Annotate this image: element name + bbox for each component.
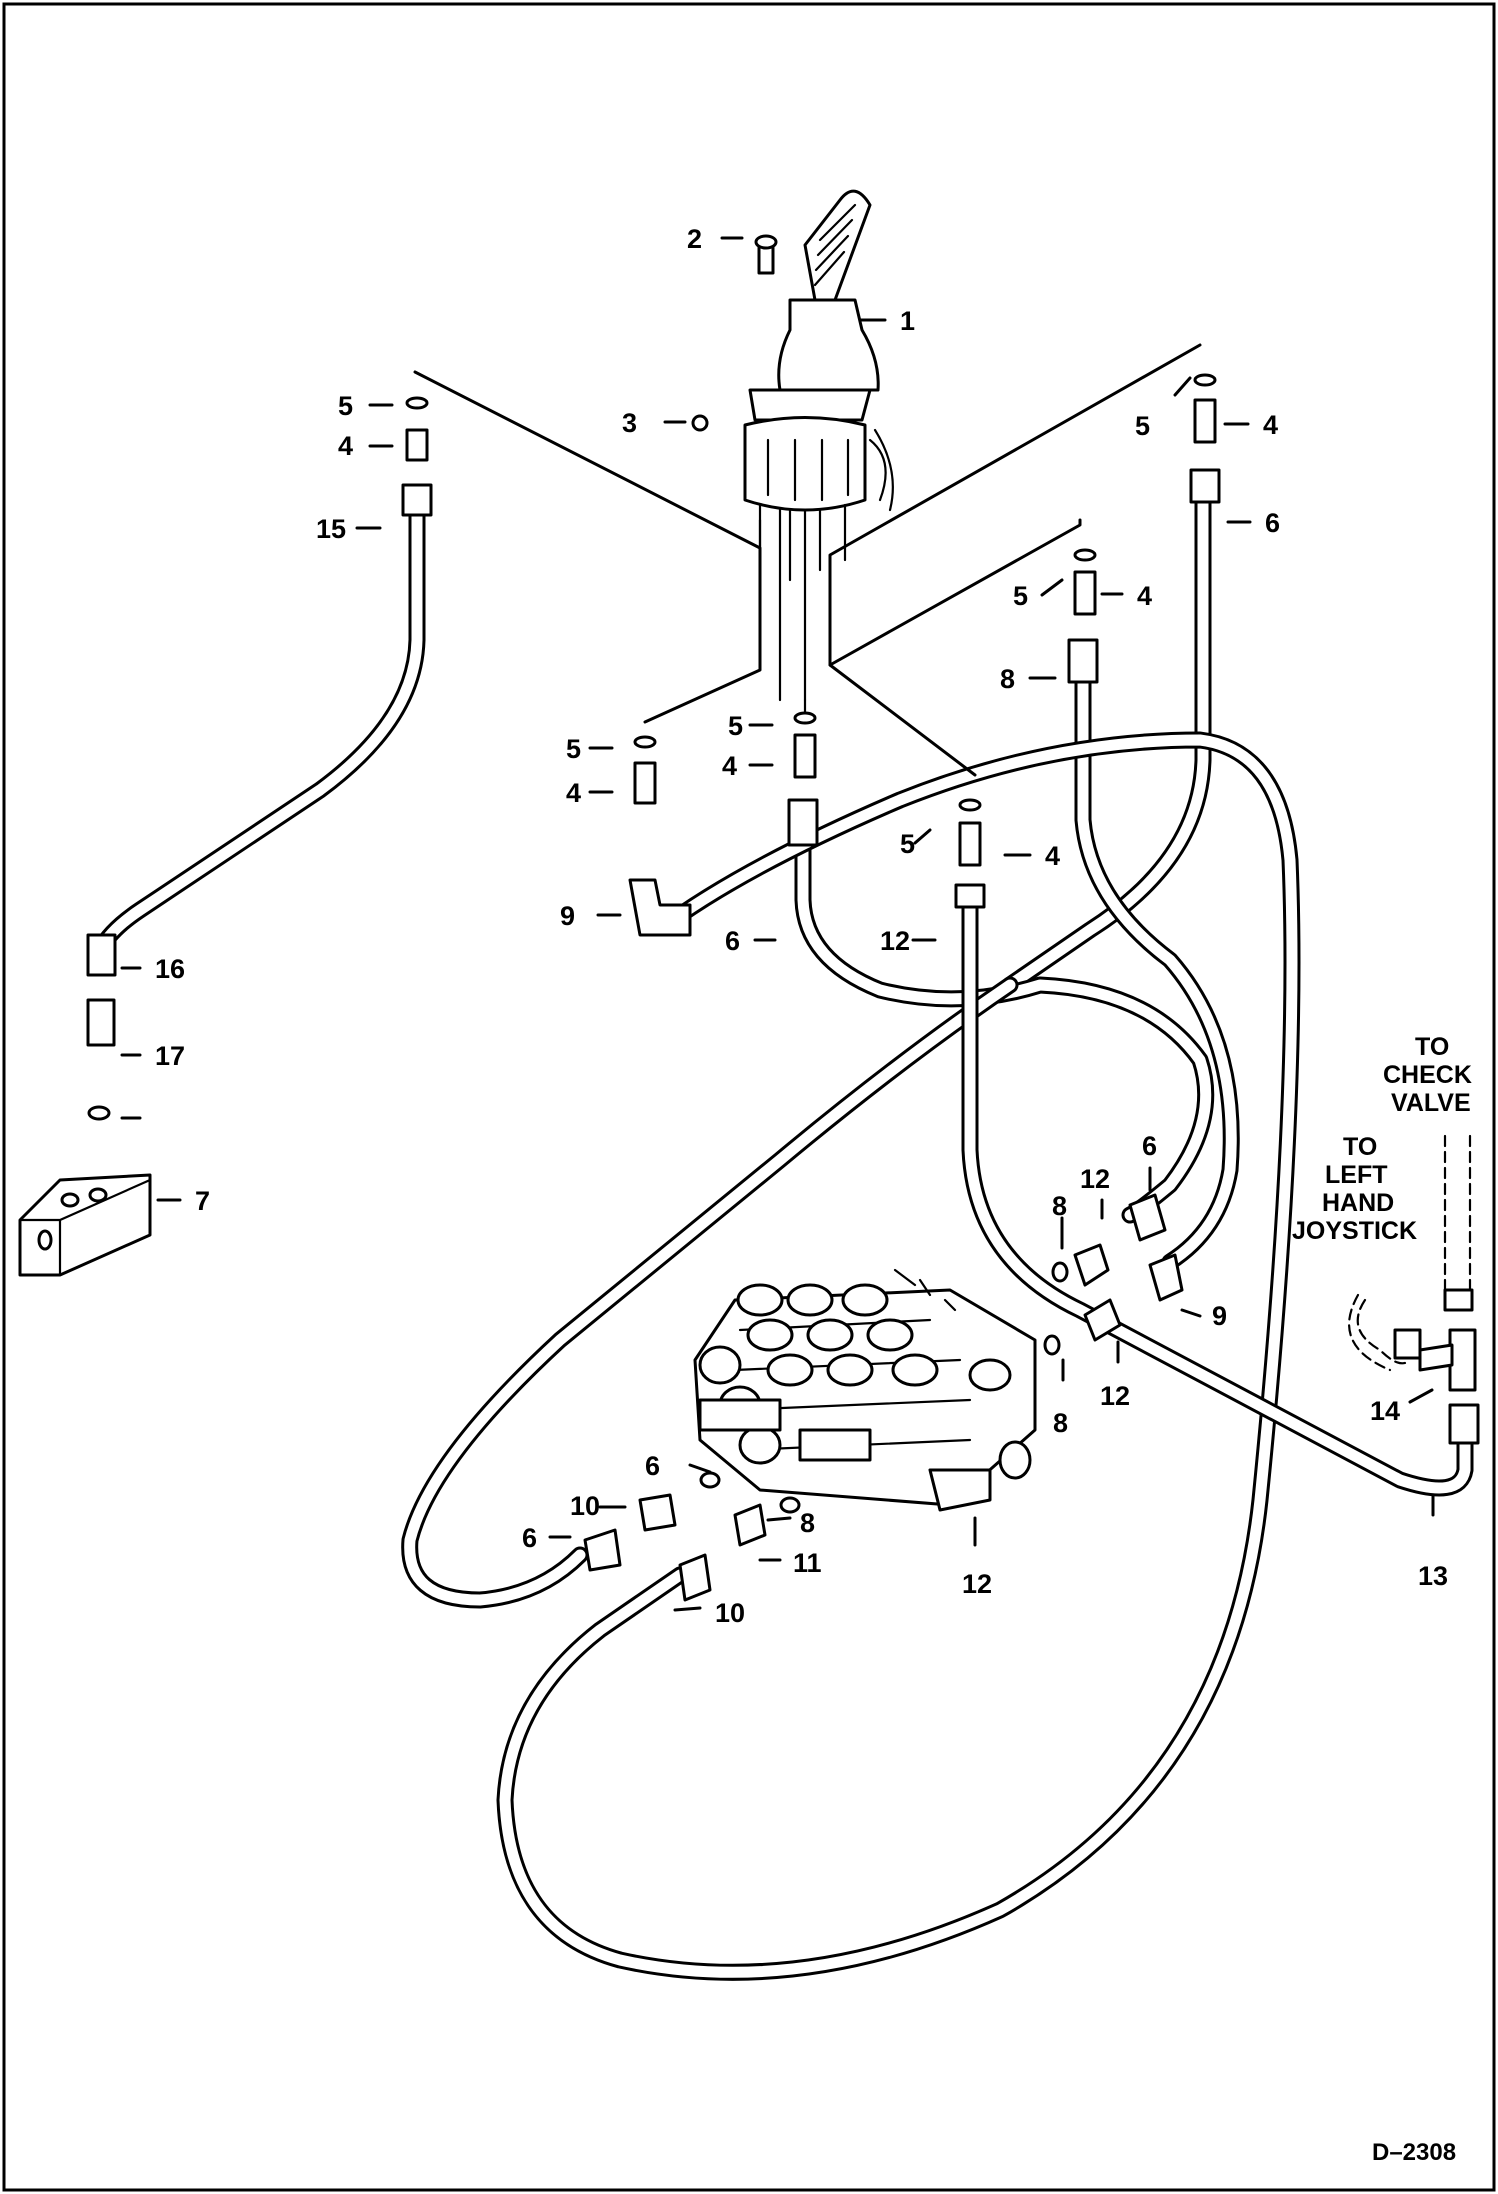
fitting-top-left — [401, 396, 433, 517]
callout-8: 6 — [645, 1451, 660, 1481]
callout-12: 12 — [1100, 1381, 1130, 1411]
callout-5: 5 — [1013, 581, 1028, 611]
note-left-hand-joystick: TO LEFT HAND JOYSTICK — [1292, 1133, 1417, 1245]
callout-9: 9 — [1212, 1301, 1227, 1331]
callout-5: 5 — [1135, 411, 1150, 441]
callout-4: 4 — [1263, 410, 1278, 440]
joystick-assembly — [691, 189, 894, 582]
callout-6: 6 — [522, 1523, 537, 1553]
callout-7: 7 — [195, 1186, 210, 1216]
note-line: JOYSTICK — [1292, 1217, 1417, 1245]
callout-leaders — [120, 236, 1435, 1612]
callout-8: 8 — [800, 1508, 815, 1538]
callout-8: 8 — [1053, 1408, 1068, 1438]
callout-5: 5 — [566, 734, 581, 764]
callout-15: 16 — [155, 954, 185, 984]
manifold-block-7 — [18, 1173, 152, 1277]
callout-16: 17 — [155, 1041, 185, 1071]
hose-6-lower — [401, 976, 1019, 1609]
callout-6: 6 — [1142, 1131, 1157, 1161]
drawing-number: D–2308 — [1372, 2139, 1456, 2166]
callout-13: 13 — [1418, 1561, 1448, 1591]
callout-14: 14 — [1370, 1396, 1400, 1426]
hose-13 — [961, 896, 1474, 1497]
callout-4: 4 — [566, 778, 581, 808]
tee-fitting-14 — [1348, 1128, 1480, 1445]
callout-5: 5 — [728, 711, 743, 741]
note-line: LEFT — [1325, 1161, 1388, 1189]
callout-13: 12 — [880, 926, 910, 956]
note-check-valve: TO CHECK VALVE — [1383, 1033, 1472, 1117]
callout-4: 4 — [338, 431, 353, 461]
hose-6-center — [794, 831, 1215, 1224]
callout-4: 4 — [1045, 841, 1060, 871]
callout-11: 12 — [962, 1569, 992, 1599]
callout-5: 5 — [900, 829, 915, 859]
fitting-mid-left — [628, 735, 692, 937]
hose-15 — [91, 496, 426, 959]
note-line: HAND — [1322, 1189, 1394, 1217]
callout-2: 2 — [687, 224, 702, 254]
callout-8: 8 — [1052, 1191, 1067, 1221]
note-line: TO — [1343, 1133, 1377, 1161]
connection-leader-lines — [413, 343, 1202, 777]
note-line: CHECK — [1383, 1061, 1472, 1089]
control-valve-11 — [693, 1268, 1037, 1512]
valve-fittings — [583, 1193, 1184, 1602]
callout-12: 10 — [570, 1491, 600, 1521]
fitting-mid-right — [1067, 548, 1099, 684]
callout-4: 4 — [1137, 581, 1152, 611]
callout-1: 1 — [900, 306, 915, 336]
fitting-mid-center — [787, 711, 819, 847]
callout-6: 6 — [725, 926, 740, 956]
callout-12: 11 — [793, 1548, 822, 1578]
fitting-13-top — [954, 798, 986, 909]
callout-10: 10 — [715, 1598, 745, 1628]
nut-3 — [691, 414, 709, 432]
hose-10 — [496, 731, 1301, 1981]
callout-3: 3 — [622, 408, 637, 438]
callout-9: 8 — [1000, 664, 1015, 694]
callout-4: 4 — [722, 751, 737, 781]
hose-end-15-lower — [86, 933, 117, 1121]
callout-12: 12 — [1080, 1164, 1110, 1194]
callout-10: 9 — [560, 901, 575, 931]
note-line: TO — [1415, 1033, 1449, 1061]
hose-6-right — [1001, 491, 1212, 994]
callout-labels: 2 1 3 5 4 15 5 4 6 5 4 8 5 4 5 4 5 4 9 6… — [155, 224, 1448, 1628]
fitting-top-right — [1189, 373, 1221, 504]
hose-9-upper — [1074, 671, 1240, 1271]
note-line: VALVE — [1391, 1089, 1471, 1117]
callout-6: 6 — [1265, 508, 1280, 538]
callout-5: 5 — [338, 391, 353, 421]
callout-15: 15 — [316, 514, 346, 544]
